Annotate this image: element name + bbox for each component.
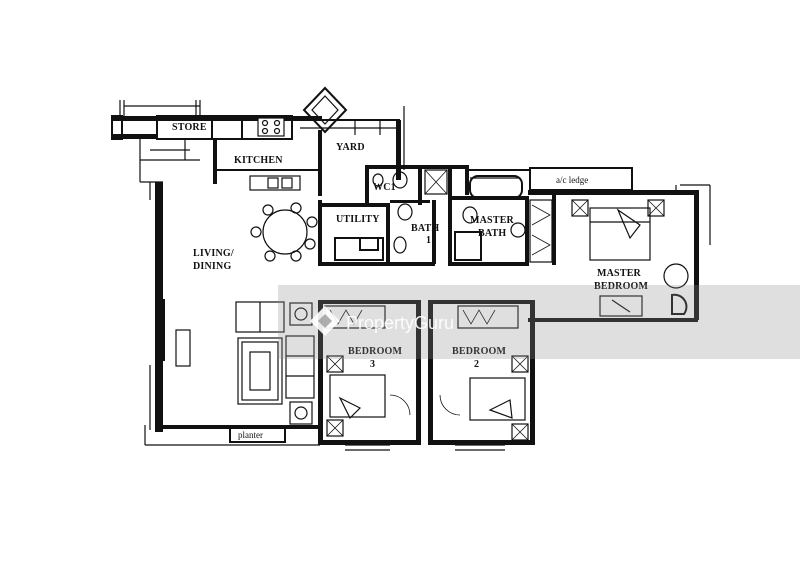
label-bedroom2: BEDROOM bbox=[452, 346, 507, 357]
label-bath1-number: 1 bbox=[426, 235, 431, 246]
label-store: STORE bbox=[172, 122, 207, 133]
label-bath1: BATH bbox=[411, 223, 439, 234]
label-living: LIVING/ bbox=[193, 248, 234, 259]
label-bedroom2-number: 2 bbox=[474, 359, 479, 370]
wet-fixtures bbox=[372, 169, 526, 254]
propertyguru-logo-icon bbox=[310, 306, 340, 336]
outer-walls bbox=[111, 86, 711, 451]
living-furniture bbox=[175, 301, 315, 425]
room-labels: STORE KITCHEN YARD WC1 UTILITY BATH 1 MA… bbox=[172, 122, 649, 440]
label-utility: UTILITY bbox=[336, 214, 380, 225]
label-master-bedroom: MASTER bbox=[597, 268, 642, 279]
bedroom2-furniture bbox=[439, 355, 529, 441]
dining-set bbox=[250, 202, 318, 262]
label-ac-ledge: a/c ledge bbox=[556, 175, 588, 185]
label-planter: planter bbox=[238, 430, 263, 440]
label-bedroom3-number: 3 bbox=[370, 359, 375, 370]
label-bedroom3: BEDROOM bbox=[348, 346, 403, 357]
master-bedroom-furniture bbox=[571, 199, 689, 317]
label-master-bath: MASTER bbox=[470, 215, 515, 226]
label-master-bedroom-2: BEDROOM bbox=[594, 281, 649, 292]
label-kitchen: KITCHEN bbox=[234, 155, 283, 166]
label-yard: YARD bbox=[336, 142, 365, 153]
label-master-bath-2: BATH bbox=[478, 228, 506, 239]
label-dining: DINING bbox=[193, 261, 231, 272]
bedroom3-furniture bbox=[326, 355, 411, 437]
watermark: PropertyGuru bbox=[278, 285, 800, 359]
watermark-text: PropertyGuru bbox=[346, 313, 454, 333]
label-wc: WC1 bbox=[373, 182, 396, 193]
kitchen-fixtures bbox=[217, 117, 320, 191]
